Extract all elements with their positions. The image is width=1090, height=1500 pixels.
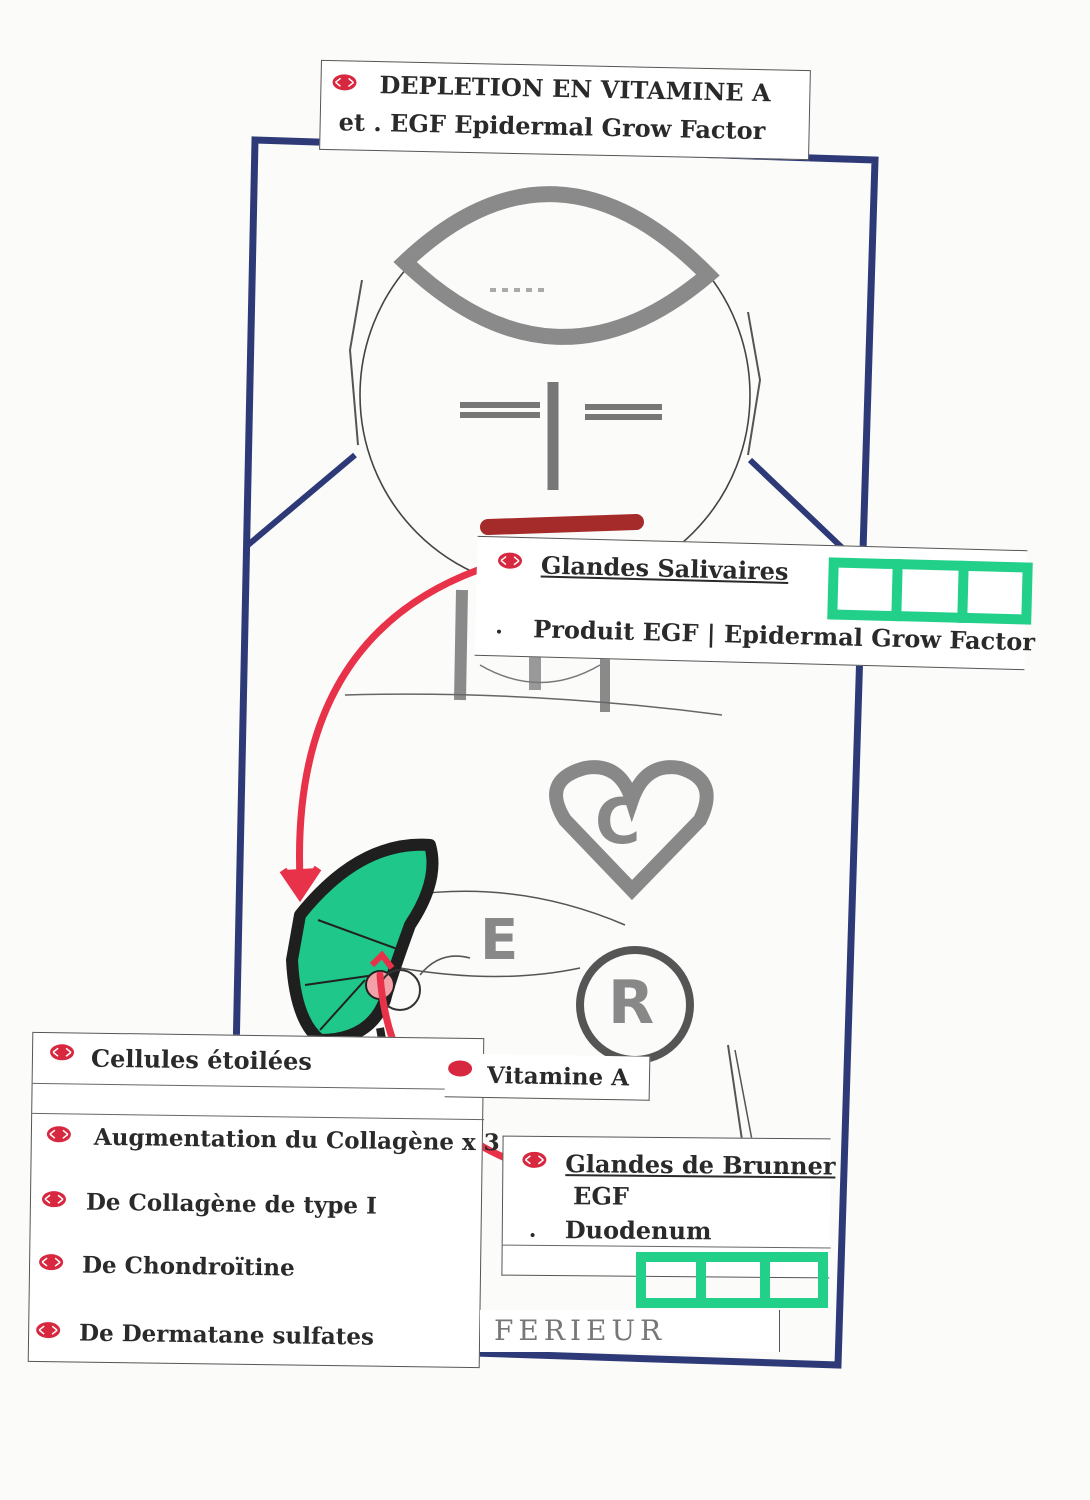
heart-letter: C xyxy=(595,785,641,858)
brunner-bullet: . xyxy=(528,1216,537,1243)
title-label: DEPLETION EN VITAMINE A et . EGF Epiderm… xyxy=(319,59,811,161)
footer-text: FERIEUR xyxy=(494,1314,667,1347)
title-line1: DEPLETION EN VITAMINE A xyxy=(379,70,771,108)
eyes xyxy=(460,402,662,420)
neck-left xyxy=(454,589,468,701)
left-ear xyxy=(348,279,363,446)
hair-cap xyxy=(393,186,720,345)
stellate-label: Cellules étoilées Augmentation du Collag… xyxy=(27,1031,500,1369)
footer-label: FERIEUR xyxy=(480,1310,780,1352)
title-line2: et . EGF Epidermal Grow Factor xyxy=(338,107,766,146)
lips-bullet-icon xyxy=(36,1322,61,1339)
liver-icon xyxy=(286,838,439,1046)
lips-bullet-icon xyxy=(41,1191,66,1208)
lips-bullet-icon xyxy=(522,1151,547,1168)
lips-bullet-icon xyxy=(50,1044,75,1061)
stellate-item-1: De Collagène de type I xyxy=(85,1188,378,1220)
lips-icon xyxy=(480,514,644,535)
stellate-heading: Cellules étoilées xyxy=(90,1043,313,1076)
lips-bullet-icon xyxy=(39,1254,64,1271)
salivary-label: Glandes Salivaires . Produit EGF | Epide… xyxy=(474,535,1035,671)
arrow-icon xyxy=(295,566,482,884)
salivary-heading: Glandes Salivaires xyxy=(540,550,789,586)
right-ear xyxy=(747,311,762,456)
brunner-text: Duodenum xyxy=(564,1215,712,1246)
lips-bullet-icon xyxy=(498,552,523,569)
collarbone xyxy=(344,693,723,716)
green-boxes-top xyxy=(827,557,1033,625)
vitamin-text: Vitamine A xyxy=(486,1061,630,1092)
lips-bullet-icon xyxy=(448,1060,473,1077)
letter-r: R xyxy=(608,968,655,1038)
letter-e: E xyxy=(480,908,519,973)
brunner-heading: Glandes de Brunner xyxy=(565,1149,836,1181)
heart-icon xyxy=(549,760,714,901)
stellate-item-0: Augmentation du Collagène x 3 xyxy=(93,1123,500,1157)
left-shoulder xyxy=(246,452,357,548)
brunner-label: Glandes de Brunner EGF . Duodenum xyxy=(501,1135,836,1279)
brunner-egf: EGF xyxy=(572,1181,630,1211)
lips-bullet-icon xyxy=(332,74,357,91)
lips-bullet-icon xyxy=(46,1126,71,1143)
right-shoulder xyxy=(747,457,858,563)
vitamin-label: Vitamine A xyxy=(444,1053,651,1101)
salivary-bullet: . xyxy=(494,613,504,640)
green-boxes-bottom xyxy=(636,1252,828,1308)
stellate-item-3: De Dermatane sulfates xyxy=(78,1319,375,1351)
stellate-item-2: De Chondroïtine xyxy=(81,1251,295,1282)
